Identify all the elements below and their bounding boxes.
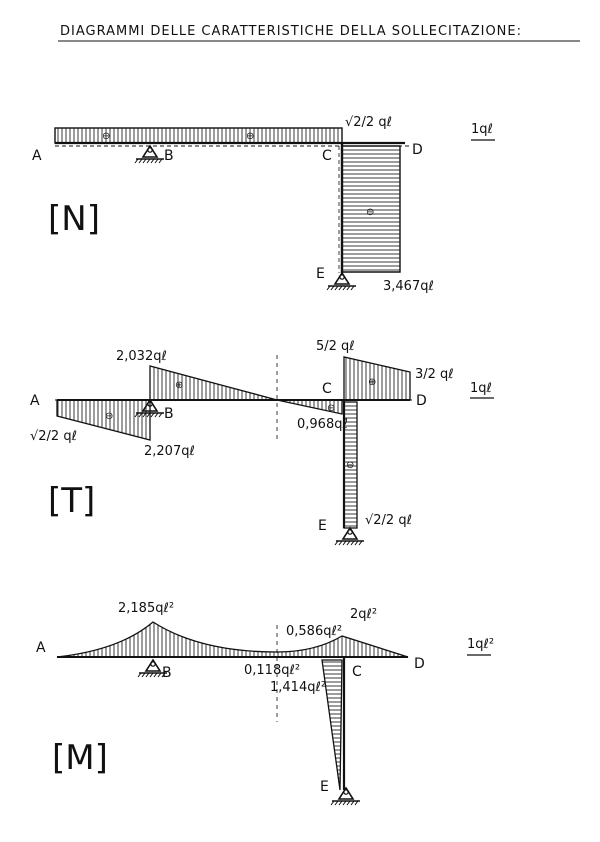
n-label-a: A	[32, 148, 42, 164]
n-panel-label: [N]	[48, 199, 100, 239]
n-ac-band	[54, 127, 343, 144]
t-label-e: E	[318, 518, 327, 534]
t-value-b-right: 2,032qℓ	[116, 349, 167, 364]
t-cd-area	[343, 356, 411, 401]
t-sign-ab: ⊖	[105, 411, 113, 422]
n-label-d: D	[412, 142, 423, 158]
t-sign-nearc: ⊖	[327, 403, 335, 414]
t-label-d: D	[416, 393, 427, 409]
t-value-a: √2/2 qℓ	[30, 429, 77, 444]
n-label-c: C	[322, 148, 332, 164]
m-label-e: E	[320, 779, 329, 795]
t-sign-ce: ⊖	[346, 460, 354, 471]
t-value-b-left: 2,207qℓ	[144, 444, 195, 459]
m-support-e	[330, 787, 361, 806]
m-column-area	[321, 659, 343, 791]
m-value-min: 0,118qℓ²	[244, 663, 300, 678]
m-value-b: 2,185qℓ²	[118, 601, 174, 616]
t-value-c-left: 0,968qℓ	[297, 417, 348, 432]
n-sign-ab: ⊖	[102, 131, 110, 142]
n-sign-bc: ⊕	[246, 131, 254, 142]
m-value-c-left: 0,586qℓ²	[286, 624, 342, 639]
m-panel-label: [M]	[52, 738, 108, 778]
n-value-top: √2/2 qℓ	[345, 115, 392, 130]
t-panel-label: [T]	[48, 481, 95, 521]
t-label-b: B	[164, 406, 174, 422]
m-label-b: B	[162, 665, 172, 681]
m-value-c-right: 2qℓ²	[350, 607, 377, 622]
m-label-d: D	[414, 656, 425, 672]
sheet-title: DIAGRAMMI DELLE CARATTERISTICHE DELLA SO…	[60, 24, 522, 39]
t-scale-label: 1qℓ	[470, 381, 492, 396]
n-sign-ce: ⊖	[366, 207, 374, 218]
m-diagram: A B C D E 2,185qℓ² 0,118qℓ² 0,586qℓ² 2qℓ…	[36, 601, 494, 806]
t-bc-area	[149, 365, 278, 401]
t-value-e: √2/2 qℓ	[365, 513, 412, 528]
n-support-e	[326, 272, 357, 291]
t-support-e	[334, 527, 365, 546]
t-label-a: A	[30, 393, 40, 409]
m-label-a: A	[36, 640, 46, 656]
m-label-c: C	[352, 664, 362, 680]
t-value-d: 3/2 qℓ	[415, 367, 454, 382]
n-label-e: E	[316, 266, 325, 282]
n-value-bottom: 3,467qℓ	[383, 279, 434, 294]
m-value-c-col: 1,414qℓ²	[270, 680, 326, 695]
m-beam-area	[56, 621, 409, 658]
m-scale-label: 1qℓ²	[467, 637, 494, 652]
t-sign-cd: ⊕	[368, 377, 376, 388]
t-value-c-right: 5/2 qℓ	[316, 339, 355, 354]
n-ce-band	[341, 145, 401, 273]
n-support-b	[134, 145, 165, 164]
n-scale-label: 1qℓ	[471, 122, 493, 137]
t-sign-bc: ⊕	[175, 380, 183, 391]
n-diagram: ⊖ ⊕ ⊖ A B C D E √2/2 qℓ 3,467qℓ [N] 1qℓ	[32, 115, 495, 294]
n-label-b: B	[164, 148, 174, 164]
t-label-c: C	[322, 381, 332, 397]
t-diagram: ⊖ ⊕ ⊖ ⊕ ⊖ A B C D E √2/2 qℓ 2,207qℓ 2,03…	[30, 339, 494, 546]
